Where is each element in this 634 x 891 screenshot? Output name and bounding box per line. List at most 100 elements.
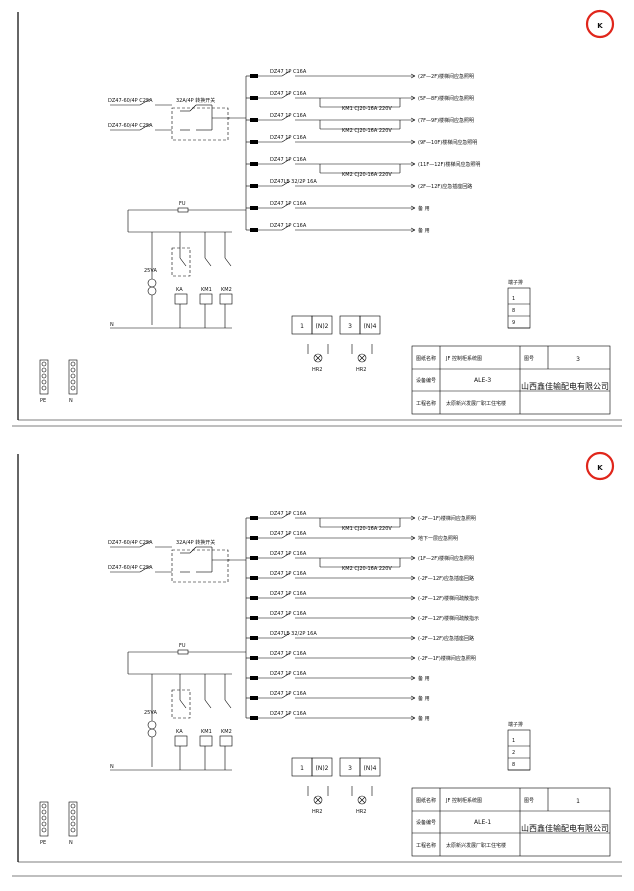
relay-box xyxy=(171,689,191,719)
wire xyxy=(281,180,291,187)
title-block xyxy=(411,787,611,857)
branch-arrow xyxy=(410,73,416,79)
wire xyxy=(281,114,291,121)
branch-arrow xyxy=(410,227,416,233)
wire xyxy=(281,672,291,679)
branch-arrow xyxy=(410,655,416,661)
ats-switch xyxy=(171,549,229,583)
relay-coil xyxy=(174,735,188,747)
ground-terminal xyxy=(70,821,76,827)
branch-arrow xyxy=(410,695,416,701)
ground-terminal xyxy=(41,367,47,373)
terminal-label: 3 xyxy=(348,323,352,330)
branch-arrow xyxy=(410,615,416,621)
coil-label: KA xyxy=(176,287,183,293)
terminal-number: 8 xyxy=(512,308,515,314)
terminal-label: (N)4 xyxy=(364,323,377,330)
branch-contactor-label: KM1 CJ20-16A 220V xyxy=(342,106,392,112)
wire xyxy=(224,257,232,267)
main-breaker-b-label: DZ47-60/4P C25A xyxy=(108,565,153,571)
coil-label: KM2 xyxy=(221,729,232,735)
ground-terminal xyxy=(41,361,47,367)
ground-terminal xyxy=(70,379,76,385)
sheet-label: 图号 xyxy=(524,798,534,804)
ats-label: 32A/4P 转换开关 xyxy=(176,539,215,546)
branch-description: (9F—10F)楼梯间应急照明 xyxy=(418,139,477,146)
wire xyxy=(179,257,187,267)
branch-arrow xyxy=(410,95,416,101)
branch-contactor-label: KM2 CJ20-16A 220V xyxy=(342,566,392,572)
wire xyxy=(224,699,232,709)
coil-label: KA xyxy=(176,729,183,735)
branch-description: 备 用 xyxy=(418,695,430,702)
branch-description: (-2F—12F)应急插座回路 xyxy=(418,635,474,642)
wire xyxy=(281,512,291,519)
terminal-label: (N)4 xyxy=(364,765,377,772)
ground-label: PE xyxy=(40,398,46,404)
branch-description: (-2F—12F)楼梯间疏散指示 xyxy=(418,595,479,602)
wire xyxy=(281,572,291,579)
phase-marker xyxy=(250,556,258,560)
branch-description: (1F—2F)楼梯间应急照明 xyxy=(418,555,474,562)
ground-terminal xyxy=(70,803,76,809)
phase-marker xyxy=(250,656,258,660)
title-label: 图纸名称 xyxy=(416,355,436,362)
ground-strip xyxy=(68,801,78,837)
neutral-label: N xyxy=(110,322,114,328)
company-logo xyxy=(585,9,615,39)
ground-terminal xyxy=(41,821,47,827)
branch-description: (5F—8F)楼梯间应急照明 xyxy=(418,95,474,102)
wire xyxy=(314,796,322,804)
branch-description: 备 用 xyxy=(418,227,430,234)
branch-arrow xyxy=(410,139,416,145)
lamp-label: HR2 xyxy=(356,367,366,373)
wire xyxy=(281,92,291,99)
ground-terminal xyxy=(41,803,47,809)
transformer-coil xyxy=(147,278,157,288)
branch-arrow xyxy=(410,183,416,189)
phase-marker xyxy=(250,118,258,122)
equipment-code: ALE-1 xyxy=(474,819,491,826)
relay-coil xyxy=(174,293,188,305)
phase-marker xyxy=(250,616,258,620)
branch-description: 备 用 xyxy=(418,715,430,722)
transformer-label: 25VA xyxy=(144,710,157,716)
terminal-block-title: 端子排 xyxy=(508,279,523,286)
transformer-coil xyxy=(147,286,157,296)
sheet-number: 3 xyxy=(576,356,580,363)
terminal-block-title: 端子排 xyxy=(508,721,523,728)
fuse xyxy=(177,207,189,213)
transformer-coil xyxy=(147,728,157,738)
branch-description: (-2F—12F)应急插座回路 xyxy=(418,575,474,582)
project-label: 工程名称 xyxy=(416,400,436,407)
branch-arrow xyxy=(410,635,416,641)
terminal-label: 1 xyxy=(300,765,304,772)
ground-terminal xyxy=(70,385,76,391)
wire xyxy=(281,692,291,699)
project-name: 太原新兴发展厂职工住宅楼 xyxy=(446,400,506,407)
company-logo-mark: K xyxy=(597,464,603,472)
branch-description: 备 用 xyxy=(418,205,430,212)
branch-arrow xyxy=(410,555,416,561)
relay-coil xyxy=(219,735,233,747)
company-logo xyxy=(585,451,615,481)
main-breaker-a-label: DZ47-60/4P C25A xyxy=(108,98,153,104)
indicator-lamp xyxy=(357,353,367,363)
ground-terminal xyxy=(41,373,47,379)
ground-label: N xyxy=(69,398,73,404)
terminal-label: 3 xyxy=(348,765,352,772)
ground-terminal xyxy=(70,367,76,373)
ground-strip xyxy=(39,359,49,395)
phase-marker xyxy=(250,516,258,520)
wire xyxy=(281,136,291,143)
wire xyxy=(281,532,291,539)
ground-strip xyxy=(39,801,49,837)
relay-coil xyxy=(199,735,213,747)
terminal-cell xyxy=(311,315,333,335)
phase-marker xyxy=(250,74,258,78)
branch-description: (2F—12F)应急插座回路 xyxy=(418,183,472,190)
ground-terminal xyxy=(70,827,76,833)
wire xyxy=(281,712,291,719)
ground-terminal xyxy=(41,385,47,391)
terminal-label: 1 xyxy=(300,323,304,330)
